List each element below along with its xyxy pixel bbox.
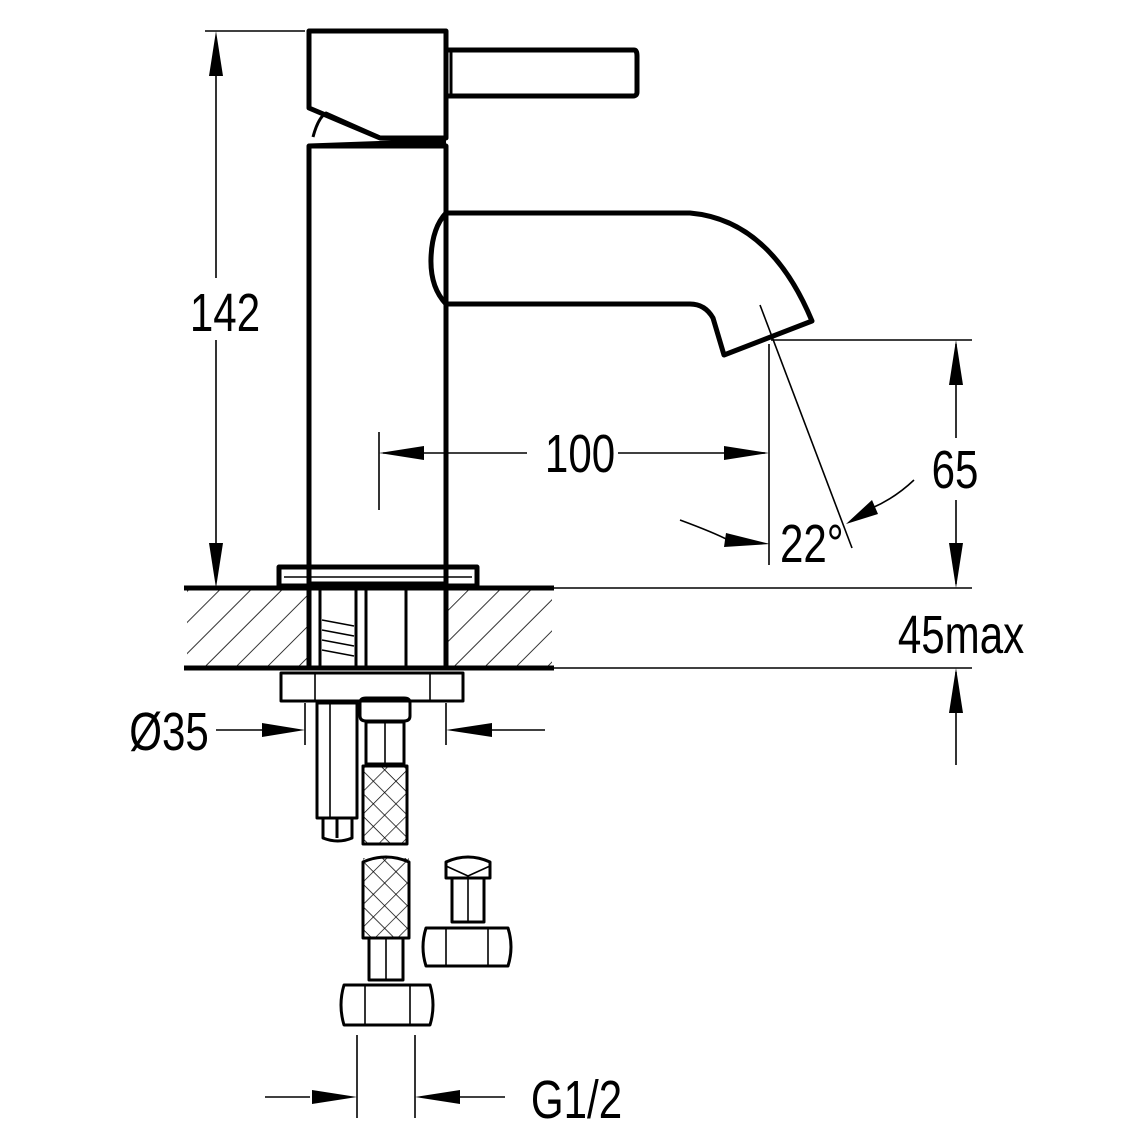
label-mounting-thickness: 45max <box>898 605 1024 665</box>
label-height-total: 142 <box>190 283 260 343</box>
label-shank-diameter: Ø35 <box>129 702 209 762</box>
label-hose-thread: G1/2 <box>531 1070 622 1130</box>
countertop-section <box>184 585 972 671</box>
label-spout-angle: 22° <box>780 514 844 574</box>
label-spout-height: 65 <box>932 440 979 500</box>
mounting-hardware <box>279 671 513 1027</box>
dimension-lines <box>205 30 972 1118</box>
label-spout-reach: 100 <box>545 424 615 484</box>
faucet-body <box>276 28 815 589</box>
